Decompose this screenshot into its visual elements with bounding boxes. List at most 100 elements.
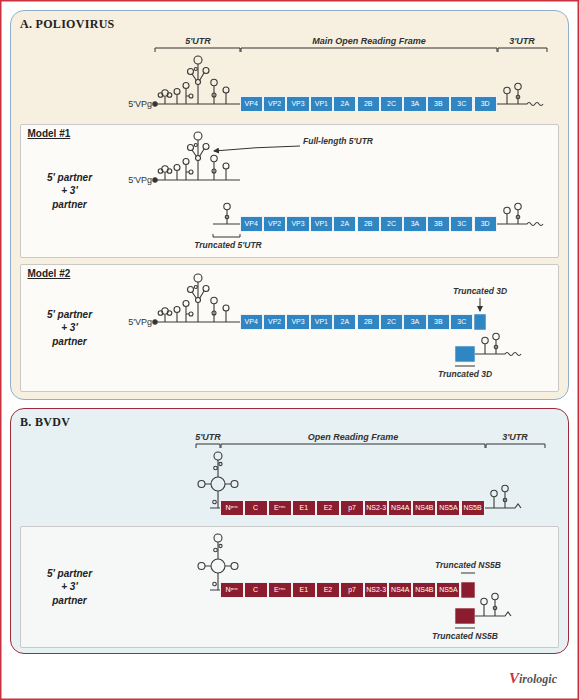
vpg-label: 5'VPg: [128, 317, 152, 327]
figure-panel: B. BVDVNᵖʳᵒCEʳⁿˢE1E2p7NS2-3NS4ANS4BNS5AN…: [10, 408, 569, 654]
model-panel: 5' partner + 3' partner Nᵖʳᵒ C Eʳⁿˢ E1 E2 p7 NS…: [20, 526, 559, 648]
annotation-label: Truncated NS5B: [432, 631, 498, 641]
gene-segment: 3A: [403, 96, 426, 112]
gene-name: VP3: [291, 220, 304, 227]
gene-segment: 2C: [380, 216, 403, 232]
gene-segment: 2B: [357, 216, 380, 232]
gene-segment: VP2: [263, 216, 286, 232]
gene-name: 3A: [411, 318, 420, 325]
gene-segment: NS4B: [412, 500, 436, 516]
gene-name: E2: [324, 586, 333, 593]
gene-segment: VP3: [286, 314, 309, 330]
gene-name: Nᵖʳᵒ: [226, 586, 238, 593]
gene-segment: VP1: [310, 96, 333, 112]
gene-segment: VP4: [240, 216, 263, 232]
gene-name: VP2: [268, 100, 281, 107]
gene-segment: 3D: [474, 216, 497, 232]
gene-name: p7: [348, 586, 356, 593]
gene-segment: E2: [316, 582, 340, 598]
gene-segment: C: [244, 500, 268, 516]
gene-name: VP4: [245, 220, 258, 227]
gene-segment: 3B: [427, 216, 450, 232]
gene-segment: 3C: [450, 96, 473, 112]
gene-segment: 3C: [450, 314, 473, 330]
publisher-logo: Virologic: [509, 670, 557, 687]
gene-name: 3A: [411, 220, 420, 227]
gene-name: p7: [348, 504, 356, 511]
gene-name: 2A: [341, 100, 350, 107]
gene-name: VP3: [291, 100, 304, 107]
gene-segment: C: [244, 582, 268, 598]
gene-segment: 3A: [403, 314, 426, 330]
gene-name: 3B: [434, 220, 443, 227]
gene-segment: NS4A: [388, 582, 412, 598]
gene-name: VP4: [245, 318, 258, 325]
annotation-label: Truncated NS5B: [435, 560, 501, 570]
gene-segment: VP4: [240, 314, 263, 330]
gene-name: E1: [300, 586, 309, 593]
gene-segment: 2A: [333, 96, 356, 112]
gene-name: 3A: [411, 100, 420, 107]
panel-title: A. POLIOVIRUS: [20, 17, 115, 32]
gene-segment: Eʳⁿˢ: [268, 582, 292, 598]
region-label: 3'UTR: [509, 36, 535, 46]
gene-name: VP3: [291, 318, 304, 325]
gene-segment: 2B: [357, 314, 380, 330]
vpg-label: 5'VPg: [128, 99, 152, 109]
partner-label: 5' partner + 3' partner: [45, 171, 95, 212]
annotation-label: Truncated 3D: [453, 286, 507, 296]
gene-segment: NS5A: [436, 500, 460, 516]
gene-segment: 3B: [427, 96, 450, 112]
gene-name: Eʳⁿˢ: [274, 504, 285, 511]
gene-name: E1: [300, 504, 309, 511]
gene-segment: 3B: [427, 314, 450, 330]
gene-name: Eʳⁿˢ: [274, 586, 285, 593]
gene-name: 3C: [457, 100, 466, 107]
gene-name: 3B: [434, 318, 443, 325]
gene-name: 3D: [481, 220, 490, 227]
gene-segment: VP1: [310, 314, 333, 330]
model-title: Model #2: [28, 268, 71, 279]
gene-segment: 2A: [333, 216, 356, 232]
vpg-label: 5'VPg: [128, 175, 152, 185]
gene-segment: VP1: [310, 216, 333, 232]
gene-segment: E1: [292, 582, 316, 598]
gene-name: NS2-3: [366, 504, 386, 511]
region-label: 3'UTR: [502, 432, 528, 442]
gene-segment: 3C: [450, 216, 473, 232]
gene-segment: 2C: [380, 96, 403, 112]
region-label: 5'UTR: [185, 36, 211, 46]
gene-name: VP1: [315, 318, 328, 325]
gene-name: VP2: [268, 220, 281, 227]
gene-name: 3B: [434, 100, 443, 107]
gene-name: NS4A: [391, 504, 409, 511]
gene-segment: NS4B: [412, 582, 436, 598]
gene-name: 2A: [341, 318, 350, 325]
region-label: Main Open Reading Frame: [312, 36, 426, 46]
gene-name: 2C: [387, 220, 396, 227]
figure-panel: A. POLIOVIRUSVP4VP2VP3VP12A2B2C3A3B3C3DM…: [10, 10, 569, 400]
gene-segment: E1: [292, 500, 316, 516]
gene-segment: NS5A: [436, 582, 460, 598]
region-label: 5'UTR: [195, 432, 221, 442]
gene-segment: VP2: [263, 314, 286, 330]
partner-label: 5' partner + 3' partner: [45, 308, 95, 349]
annotation-label: Full-length 5'UTR: [303, 136, 373, 146]
gene-name: 2B: [364, 318, 373, 325]
gene-name: 2C: [387, 100, 396, 107]
annotation-label: Truncated 3D: [438, 369, 492, 379]
gene-name: NS2-3: [366, 586, 386, 593]
gene-name: 3D: [481, 100, 490, 107]
gene-segment: p7: [340, 582, 364, 598]
gene-name: 2C: [387, 318, 396, 325]
panel-title: B. BVDV: [20, 415, 70, 430]
gene-name: C: [253, 586, 258, 593]
gene-name: Nᵖʳᵒ: [226, 504, 238, 511]
partner-label: 5' partner + 3' partner: [45, 567, 95, 608]
gene-segment: VP3: [286, 96, 309, 112]
region-label: Open Reading Frame: [308, 432, 399, 442]
gene-segment: Eʳⁿˢ: [268, 500, 292, 516]
gene-segment: 2A: [333, 314, 356, 330]
gene-name: 3C: [457, 318, 466, 325]
